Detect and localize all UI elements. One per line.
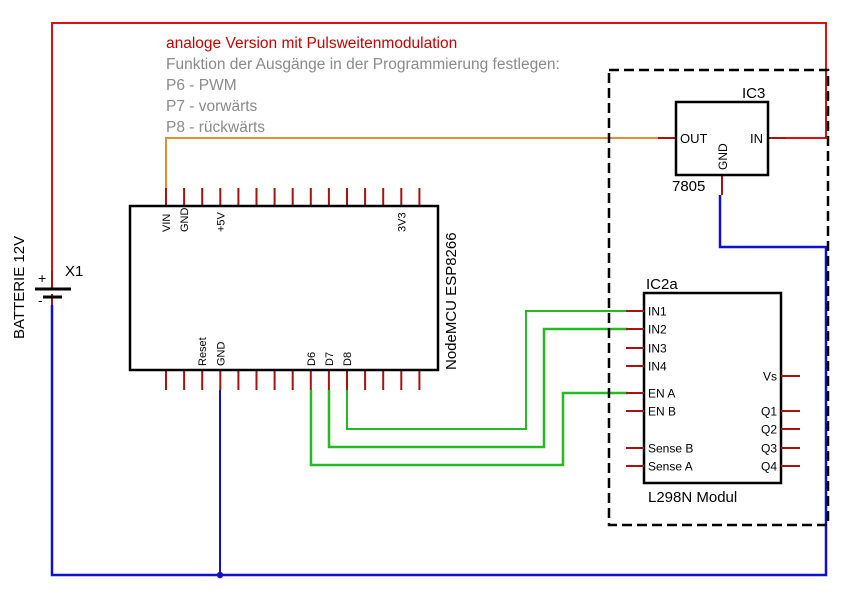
nodemcu-pin-label-d8: D8 xyxy=(342,352,354,366)
driver-pin-label-in1: IN1 xyxy=(648,305,667,319)
nodemcu-top-pins xyxy=(165,188,421,206)
driver-pin-label-en-a: EN A xyxy=(648,387,675,401)
nodemcu-pin-label-3v3: 3V3 xyxy=(396,212,408,232)
driver-body xyxy=(642,291,783,485)
driver-ref: IC2a xyxy=(646,276,678,293)
nodemcu-bottom-pin-labels: Reset GND D6 D7 D8 xyxy=(197,337,354,366)
driver-part: L298N Modul xyxy=(648,489,737,506)
driver-pin-label-vs: Vs xyxy=(763,370,777,384)
module-boundary-dashed xyxy=(607,68,830,527)
regulator-ic3[interactable]: IC3 7805 OUT IN GND xyxy=(658,85,786,195)
nodemcu-pin-label-gnd: GND xyxy=(179,208,191,233)
note-line: P6 - PWM xyxy=(166,77,237,94)
battery-label: BATTERIE 12V xyxy=(11,236,28,339)
nodemcu-top-pin-labels: VIN GND +5V 3V3 xyxy=(161,208,408,233)
note-line: P7 - vorwärts xyxy=(166,98,258,115)
regulator-body xyxy=(674,100,770,177)
driver-pin-label-q3: Q3 xyxy=(761,442,777,456)
wire-d6-ena xyxy=(309,390,628,467)
nodemcu-pin-label-gnd: GND xyxy=(215,342,227,367)
wire-gnd-battery xyxy=(50,195,828,577)
driver-pin-label-sense-a: Sense A xyxy=(648,460,693,474)
note-title: analoge Version mit Pulsweitenmodulation xyxy=(166,35,457,52)
note-line: Funktion der Ausgänge in der Programmier… xyxy=(166,56,560,73)
wire-d8-in1 xyxy=(346,310,628,430)
nodemcu-pin-label-d7: D7 xyxy=(324,352,336,366)
nodemcu-pin-label-d6: D6 xyxy=(306,352,318,366)
driver-pin-label-in2: IN2 xyxy=(648,323,667,337)
nodemcu-pin-label-vin: VIN xyxy=(161,214,173,232)
wires xyxy=(50,22,828,579)
driver-pin-label-q1: Q1 xyxy=(761,405,777,419)
wire-12v xyxy=(51,22,827,271)
nodemcu-body xyxy=(128,204,440,372)
notes: analoge Version mit Pulsweitenmodulation… xyxy=(166,35,560,136)
driver-pin-label-in4: IN4 xyxy=(648,360,667,374)
battery-x1[interactable]: + - X1 BATTERIE 12V xyxy=(11,236,83,339)
battery-ref: X1 xyxy=(65,263,83,280)
regulator-pin-label-in: IN xyxy=(750,131,763,146)
regulator-pin-label-gnd: GND xyxy=(716,143,730,170)
regulator-part: 7805 xyxy=(672,178,705,195)
driver-pin-label-en-b: EN B xyxy=(648,405,676,419)
nodemcu-module[interactable]: VIN GND +5V 3V3 Reset GND D6 D7 D8 NodeMCU ESP8… xyxy=(128,188,460,390)
nodemcu-pin-label-5v: +5V xyxy=(215,211,227,232)
nodemcu-name: NodeMCU ESP8266 xyxy=(443,232,460,370)
driver-pin-label-q4: Q4 xyxy=(761,460,777,474)
nodemcu-bottom-pins xyxy=(165,370,421,390)
driver-pin-label-in3: IN3 xyxy=(648,342,667,356)
junction-dot xyxy=(216,571,224,579)
battery-plus-sign: + xyxy=(38,270,46,286)
driver-pin-label-sense-b: Sense B xyxy=(648,442,693,456)
wire-d7-in2 xyxy=(327,327,628,449)
wire-5v xyxy=(165,137,658,188)
regulator-ref: IC3 xyxy=(742,85,765,102)
note-line: P8 - rückwärts xyxy=(166,119,265,136)
battery-minus-sign: - xyxy=(38,292,43,308)
nodemcu-pin-label-reset: Reset xyxy=(197,337,209,366)
driver-pin-label-q2: Q2 xyxy=(761,423,777,437)
regulator-pin-label-out: OUT xyxy=(680,131,708,146)
